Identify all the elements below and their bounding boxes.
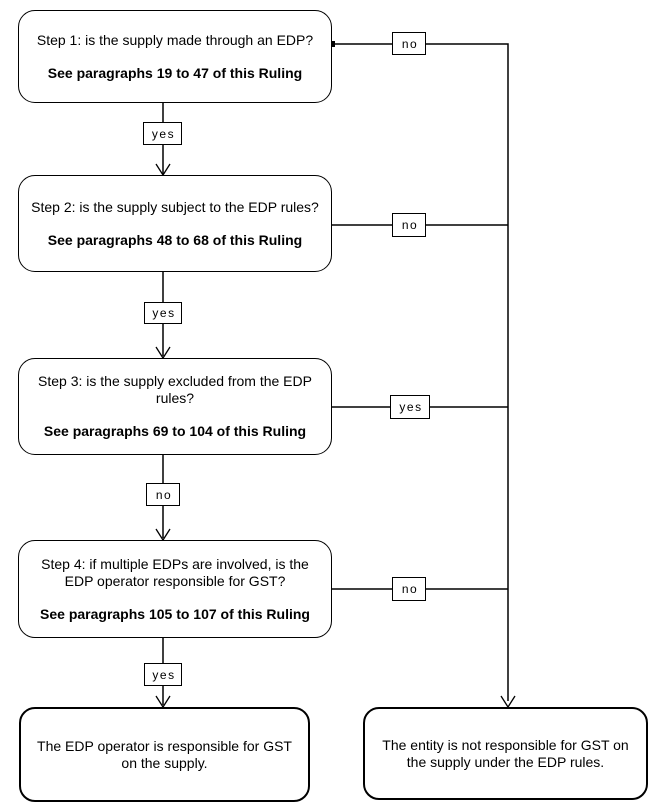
step-3-question: Step 3: is the supply excluded from the …: [38, 373, 312, 406]
step-3-reference: See paragraphs 69 to 104 of this Ruling: [43, 423, 307, 439]
step-2-question: Step 2: is the supply subject to the EDP…: [31, 198, 319, 215]
step-1-down-branch-label: yes: [143, 122, 182, 145]
step-2-down-branch-label: yes: [144, 302, 182, 324]
outcome-edp-responsible-box: The EDP operator is responsible for GST …: [19, 707, 310, 802]
step-4-down-branch-label: yes: [144, 663, 182, 686]
step-1-reference: See paragraphs 19 to 47 of this Ruling: [47, 64, 303, 81]
step-3-down-branch-label: no: [146, 483, 180, 506]
step-3-right-branch-label: yes: [390, 395, 430, 419]
outcome-edp-responsible-text: The EDP operator is responsible for GST …: [37, 737, 292, 771]
connector-junction-dot: [329, 41, 335, 47]
step-1-box: Step 1: is the supply made through an ED…: [18, 10, 332, 103]
step-4-right-branch-label: no: [392, 577, 426, 601]
step-1-question: Step 1: is the supply made through an ED…: [36, 31, 314, 48]
outcome-not-responsible-text: The entity is not responsible for GST on…: [382, 736, 629, 770]
connector-step1-right-and-rail: [332, 43, 509, 701]
step-1-right-branch-label: no: [392, 32, 426, 55]
step-4-question: Step 4: if multiple EDPs are involved, i…: [41, 555, 309, 589]
step-2-right-branch-label: no: [392, 213, 426, 237]
step-4-reference: See paragraphs 105 to 107 of this Ruling: [40, 605, 310, 622]
step-4-box: Step 4: if multiple EDPs are involved, i…: [18, 540, 332, 638]
step-3-box: Step 3: is the supply excluded from the …: [18, 358, 332, 455]
step-2-reference: See paragraphs 48 to 68 of this Ruling: [47, 231, 303, 248]
step-2-box: Step 2: is the supply subject to the EDP…: [18, 175, 332, 272]
outcome-not-responsible-box: The entity is not responsible for GST on…: [363, 707, 648, 800]
